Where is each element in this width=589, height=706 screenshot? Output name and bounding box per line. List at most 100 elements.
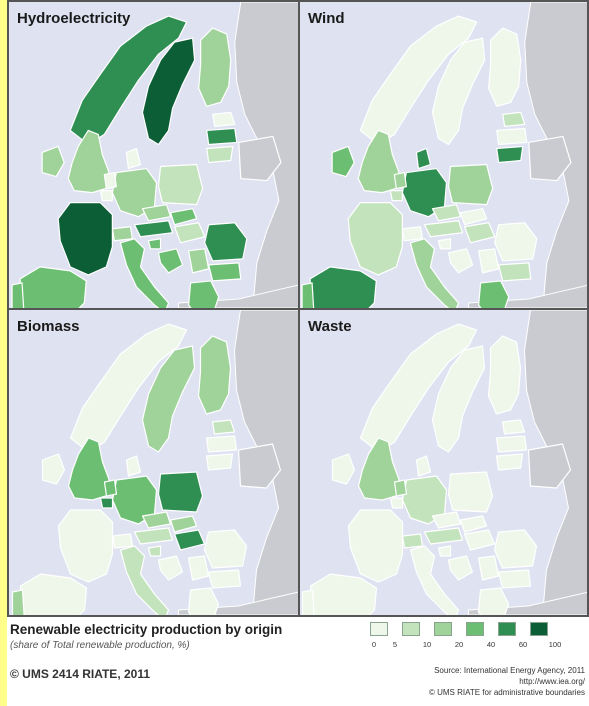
- country-hr: [157, 555, 184, 581]
- country-nl: [393, 171, 407, 190]
- country-dk: [125, 147, 142, 170]
- country-si: [437, 238, 452, 250]
- country-gr: [188, 280, 220, 308]
- country-hu: [173, 222, 206, 244]
- country-at: [133, 220, 174, 238]
- country-se: [431, 37, 486, 146]
- country-gb: [357, 129, 403, 194]
- country-lv: [496, 127, 528, 146]
- country-lv: [495, 435, 528, 453]
- country-dk: [415, 147, 432, 170]
- country-hr: [157, 248, 184, 274]
- country-no: [359, 15, 478, 146]
- map-panel-hydro: Hydroelectricity: [9, 2, 298, 308]
- panel-title-waste: Waste: [308, 318, 352, 335]
- legend-swatch-4: [498, 622, 516, 636]
- country-pl: [157, 471, 204, 513]
- country-ro: [203, 529, 248, 569]
- country-gb: [67, 437, 114, 501]
- country-ro: [204, 222, 248, 262]
- country-fi: [487, 335, 522, 415]
- country-gr: [477, 587, 510, 615]
- country-ch: [401, 226, 424, 242]
- country-pt: [301, 589, 315, 615]
- legend-tick-2: 10: [422, 640, 432, 649]
- country-ee: [211, 419, 236, 435]
- country-cz: [431, 511, 462, 529]
- country-rs: [187, 555, 210, 581]
- country-gb: [67, 129, 113, 194]
- country-si: [147, 545, 162, 557]
- country-lt: [495, 453, 524, 471]
- country-fr: [57, 202, 113, 276]
- country-lt: [496, 145, 524, 164]
- country-at: [423, 220, 464, 238]
- country-fi: [198, 27, 232, 107]
- wind-map-svg: [300, 2, 587, 308]
- country-nl: [103, 479, 118, 497]
- country-ch: [401, 533, 424, 549]
- country-be: [389, 497, 404, 509]
- country-se: [141, 345, 196, 453]
- country-es: [19, 266, 87, 308]
- country-at: [423, 527, 464, 545]
- legend-tick-5: 60: [518, 640, 528, 649]
- country-rs: [188, 248, 210, 274]
- country-lv: [205, 435, 238, 453]
- map-panel-biomass: Biomass: [9, 310, 298, 615]
- country-pt: [11, 589, 25, 615]
- country-si: [437, 545, 452, 557]
- country-ro: [493, 529, 538, 569]
- country-by: [237, 443, 282, 489]
- source-line-1: Source: International Energy Agency, 201…: [434, 666, 585, 675]
- source-line-2: http://www.iea.org/: [519, 677, 585, 686]
- country-be: [99, 190, 113, 202]
- panel-title-biomass: Biomass: [17, 318, 80, 335]
- country-pt: [301, 282, 315, 308]
- country-lt: [206, 145, 234, 164]
- country-no: [69, 323, 188, 453]
- country-be: [389, 190, 403, 202]
- country-gr: [187, 587, 220, 615]
- country-fr: [57, 509, 114, 583]
- country-it: [409, 545, 460, 615]
- country-by: [527, 443, 572, 489]
- country-sk: [459, 515, 488, 533]
- country-pl: [447, 163, 494, 206]
- legend-swatch-1: [402, 622, 420, 636]
- country-se: [431, 345, 486, 453]
- legend-swatch-0: [370, 622, 388, 636]
- biomass-map-svg: [9, 310, 298, 615]
- country-ee: [501, 419, 526, 435]
- country-rs: [477, 555, 500, 581]
- country-gb: [357, 437, 404, 501]
- hydro-map-svg: [9, 2, 298, 308]
- map-panel-waste: Waste: [300, 310, 587, 615]
- country-pl: [447, 471, 494, 513]
- country-es: [19, 573, 88, 615]
- country-pt: [11, 282, 25, 308]
- country-sk: [169, 208, 198, 226]
- country-se: [141, 37, 196, 146]
- source-line-3: © UMS RIATE for administrative boundarie…: [428, 688, 585, 697]
- country-ro: [494, 222, 538, 262]
- country-it: [119, 545, 170, 615]
- country-pl: [157, 163, 204, 206]
- legend-tick-1: 5: [392, 640, 398, 649]
- country-hu: [173, 529, 206, 551]
- country-ee: [502, 111, 526, 128]
- country-be: [99, 497, 114, 509]
- country-bg: [207, 569, 242, 589]
- legend-tick-6: 100: [548, 640, 562, 649]
- country-nl: [103, 171, 117, 190]
- country-cz: [141, 511, 172, 529]
- country-es: [309, 573, 378, 615]
- country-lv: [206, 127, 238, 146]
- country-by: [528, 135, 572, 182]
- country-gr: [478, 280, 510, 308]
- country-rs: [478, 248, 500, 274]
- country-it: [119, 238, 170, 308]
- country-hr: [447, 248, 474, 274]
- country-nl: [393, 479, 408, 497]
